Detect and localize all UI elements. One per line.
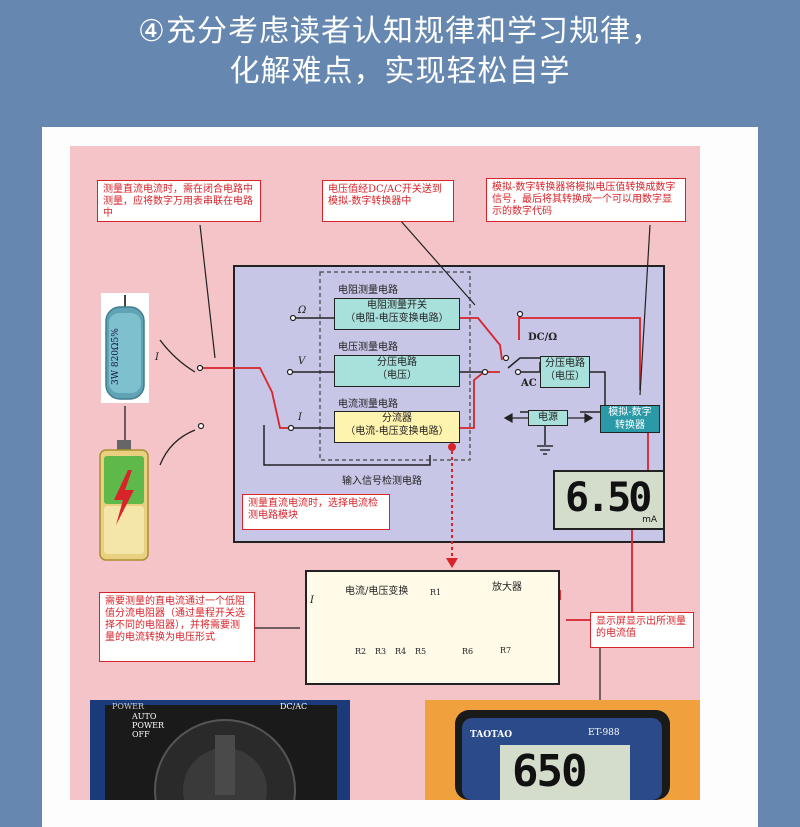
note-bottom-left: 需要测量的直电流通过一个低阻值分流电阻器（通过量程开关选择不同的电阻器），并将需… xyxy=(99,592,255,662)
left-meter-auto-label: AUTO POWER OFF xyxy=(132,712,165,739)
input-detect-label: 输入信号检测电路 xyxy=(342,476,422,487)
headline-line1: ④充分考虑读者认知规律和学习规律， xyxy=(138,14,662,49)
note-top-right: 模拟-数字转换器将模拟电压值转换成数字信号，最后将其转换成一个可以用数字显示的数… xyxy=(486,178,686,222)
ac-label: AC xyxy=(521,378,537,389)
lcd-unit: mA xyxy=(642,515,657,525)
right-meter-lcd: 650 xyxy=(512,746,587,797)
i-label: I xyxy=(298,412,302,423)
current-block: 分流器 （电流-电压变换电路） xyxy=(334,411,460,443)
note-top-left: 测量直流电流时，需在闭合电路中测量，应将数字万用表串联在电路中 xyxy=(97,180,261,222)
amp-title: 电流/电压变换 xyxy=(345,586,409,597)
voltage-block: 分压电路 （电压） xyxy=(334,355,460,387)
battery-component xyxy=(99,440,149,561)
headline-line2: 化解难点，实现轻松自学 xyxy=(229,54,571,89)
left-meter-dcac-label: DC/AC xyxy=(280,702,308,711)
r4-label: R4 xyxy=(395,647,407,656)
amp-circuit-box xyxy=(305,570,560,685)
resistor-label: 3W 820Ω5% xyxy=(111,328,121,385)
r6-label: R6 xyxy=(462,647,474,656)
r2-label: R2 xyxy=(355,647,367,656)
omega-label: Ω xyxy=(298,305,307,316)
amp-label: 放大器 xyxy=(492,582,522,593)
r1-label: R1 xyxy=(430,588,442,597)
left-meter-photo xyxy=(90,700,350,800)
note-mid: 测量直流电流时，选择电流检测电路模块 xyxy=(242,494,390,530)
power-block: 电源 xyxy=(528,410,568,426)
resistance-group-label: 电阻测量电路 xyxy=(338,285,398,296)
right-meter-brand: TAOTAO xyxy=(470,730,513,740)
current-i-label: I xyxy=(155,352,159,363)
resistor-component xyxy=(101,293,149,403)
r5-label: R5 xyxy=(415,647,427,656)
r3-label: R3 xyxy=(375,647,387,656)
v-label: V xyxy=(298,356,306,367)
left-meter-power-label: POWER xyxy=(112,702,145,711)
r7-label: R7 xyxy=(500,646,512,655)
right-meter-model: ET-988 xyxy=(588,728,620,738)
note-bottom-right: 显示屏显示出所测量的电流值 xyxy=(590,612,694,648)
resistance-block: 电阻测量开关 （电阻-电压变换电路） xyxy=(334,298,460,330)
lcd-value: 6.50 xyxy=(565,475,652,521)
note-top-mid: 电压值经DC/AC开关送到模拟-数字转换器中 xyxy=(322,180,454,222)
amp-i-label: I xyxy=(310,595,314,606)
adc-block: 模拟-数字 转换器 xyxy=(600,405,660,433)
voltage-group-label: 电压测量电路 xyxy=(338,342,398,353)
current-group-label: 电流测量电路 xyxy=(338,399,398,410)
divider-block: 分压电路 （电压） xyxy=(540,356,590,388)
lcd-display: 6.50 mA xyxy=(553,470,665,530)
dc-omega-label: DC/Ω xyxy=(528,332,558,343)
right-meter-photo xyxy=(425,700,700,800)
